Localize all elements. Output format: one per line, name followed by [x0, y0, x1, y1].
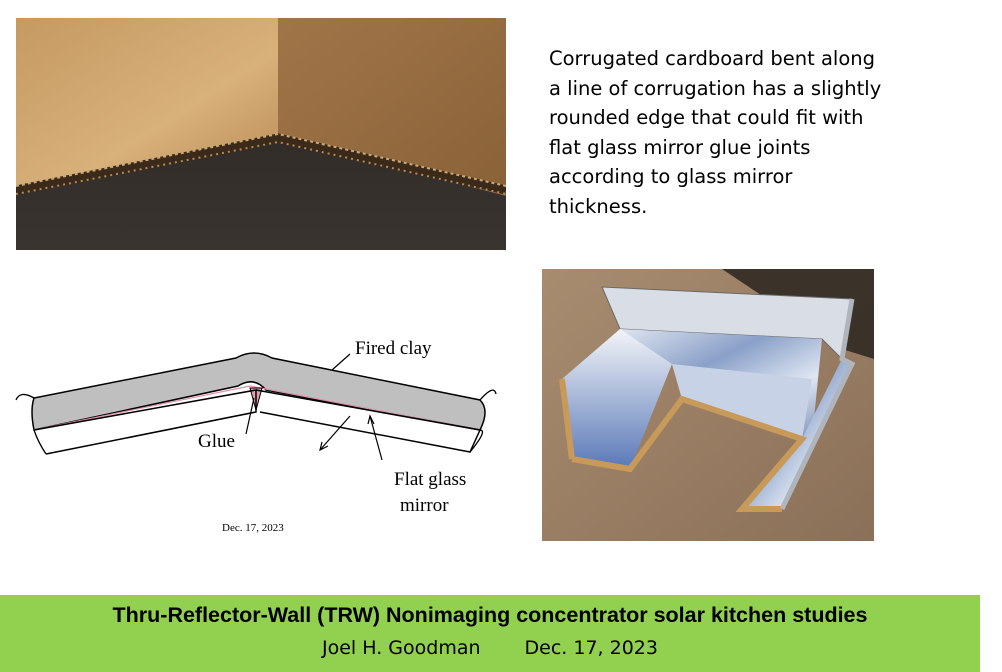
- caption-line: thickness.: [549, 194, 648, 218]
- caption-line: flat glass mirror glue joints: [549, 135, 811, 159]
- caption-line: rounded edge that could fit with: [549, 106, 864, 129]
- diagram-date: Dec. 17, 2023: [222, 522, 284, 534]
- mirror-right: [255, 389, 482, 453]
- mirror-left: [33, 389, 257, 455]
- label-flat-glass: Flat glass: [394, 469, 467, 490]
- reflector-cooker-photo: [542, 269, 874, 541]
- clay-mirror-diagram: Fired clay Glue Flat glass mirror Dec. 1…: [10, 330, 510, 545]
- label-mirror: mirror: [400, 495, 449, 516]
- footer-author: Joel H. Goodman: [322, 637, 481, 659]
- footer-byline: Joel H. Goodman Dec. 17, 2023: [0, 637, 980, 659]
- footer-date: Dec. 17, 2023: [524, 637, 658, 659]
- caption-line: Corrugated cardboard bent along: [549, 47, 875, 70]
- caption-text: Corrugated cardboard bent along a line o…: [549, 44, 949, 221]
- caption-line: a line of corrugation has a slightly: [549, 76, 882, 100]
- footer-banner: Thru-Reflector-Wall (TRW) Nonimaging con…: [0, 595, 980, 672]
- caption-line: according to glass mirror: [549, 165, 793, 188]
- footer-title: Thru-Reflector-Wall (TRW) Nonimaging con…: [112, 603, 868, 627]
- label-fired-clay: Fired clay: [355, 338, 432, 359]
- corrugated-cardboard-photo: [16, 18, 506, 250]
- label-glue: Glue: [198, 431, 235, 452]
